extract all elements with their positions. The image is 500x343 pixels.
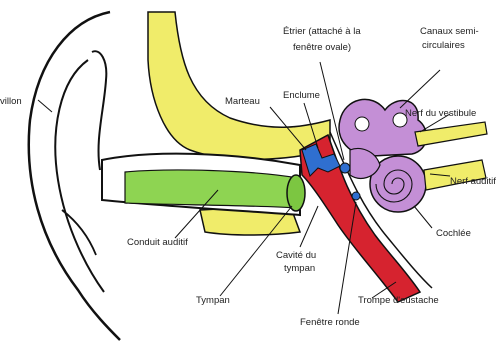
label-enclume: Enclume [283, 90, 320, 101]
label-pavillon: villon [0, 96, 22, 107]
label-trompe: Trompe d'eustache [358, 295, 439, 306]
label-tympan: Tympan [196, 295, 230, 306]
pinna-helix [92, 51, 106, 170]
label-nerf-vestibule: Nerf du vestibule [405, 108, 476, 119]
round-window [352, 192, 360, 200]
vestibular-nerve [415, 122, 487, 146]
canal-hole-1 [355, 117, 369, 131]
label-cavite-line2: tympan [284, 263, 315, 274]
label-conduit-auditif: Conduit auditif [127, 237, 188, 248]
label-fenetre-ronde: Fenêtre ronde [300, 317, 360, 328]
label-nerf-auditif: Nerf auditif [450, 176, 496, 187]
ear-canal [125, 170, 298, 208]
label-canaux-line2: circulaires [422, 40, 465, 51]
label-cochlee: Cochlée [436, 228, 471, 239]
label-canaux: Canaux semi- [420, 26, 479, 37]
label-etrier-line2: fenêtre ovale) [293, 42, 351, 53]
eardrum [287, 175, 305, 211]
pinna-inner-fold [55, 60, 104, 292]
label-marteau: Marteau [225, 96, 260, 107]
label-cavite: Cavité du [276, 250, 316, 261]
label-etrier: Étrier (attaché à la [283, 26, 361, 37]
oval-window [340, 163, 350, 173]
